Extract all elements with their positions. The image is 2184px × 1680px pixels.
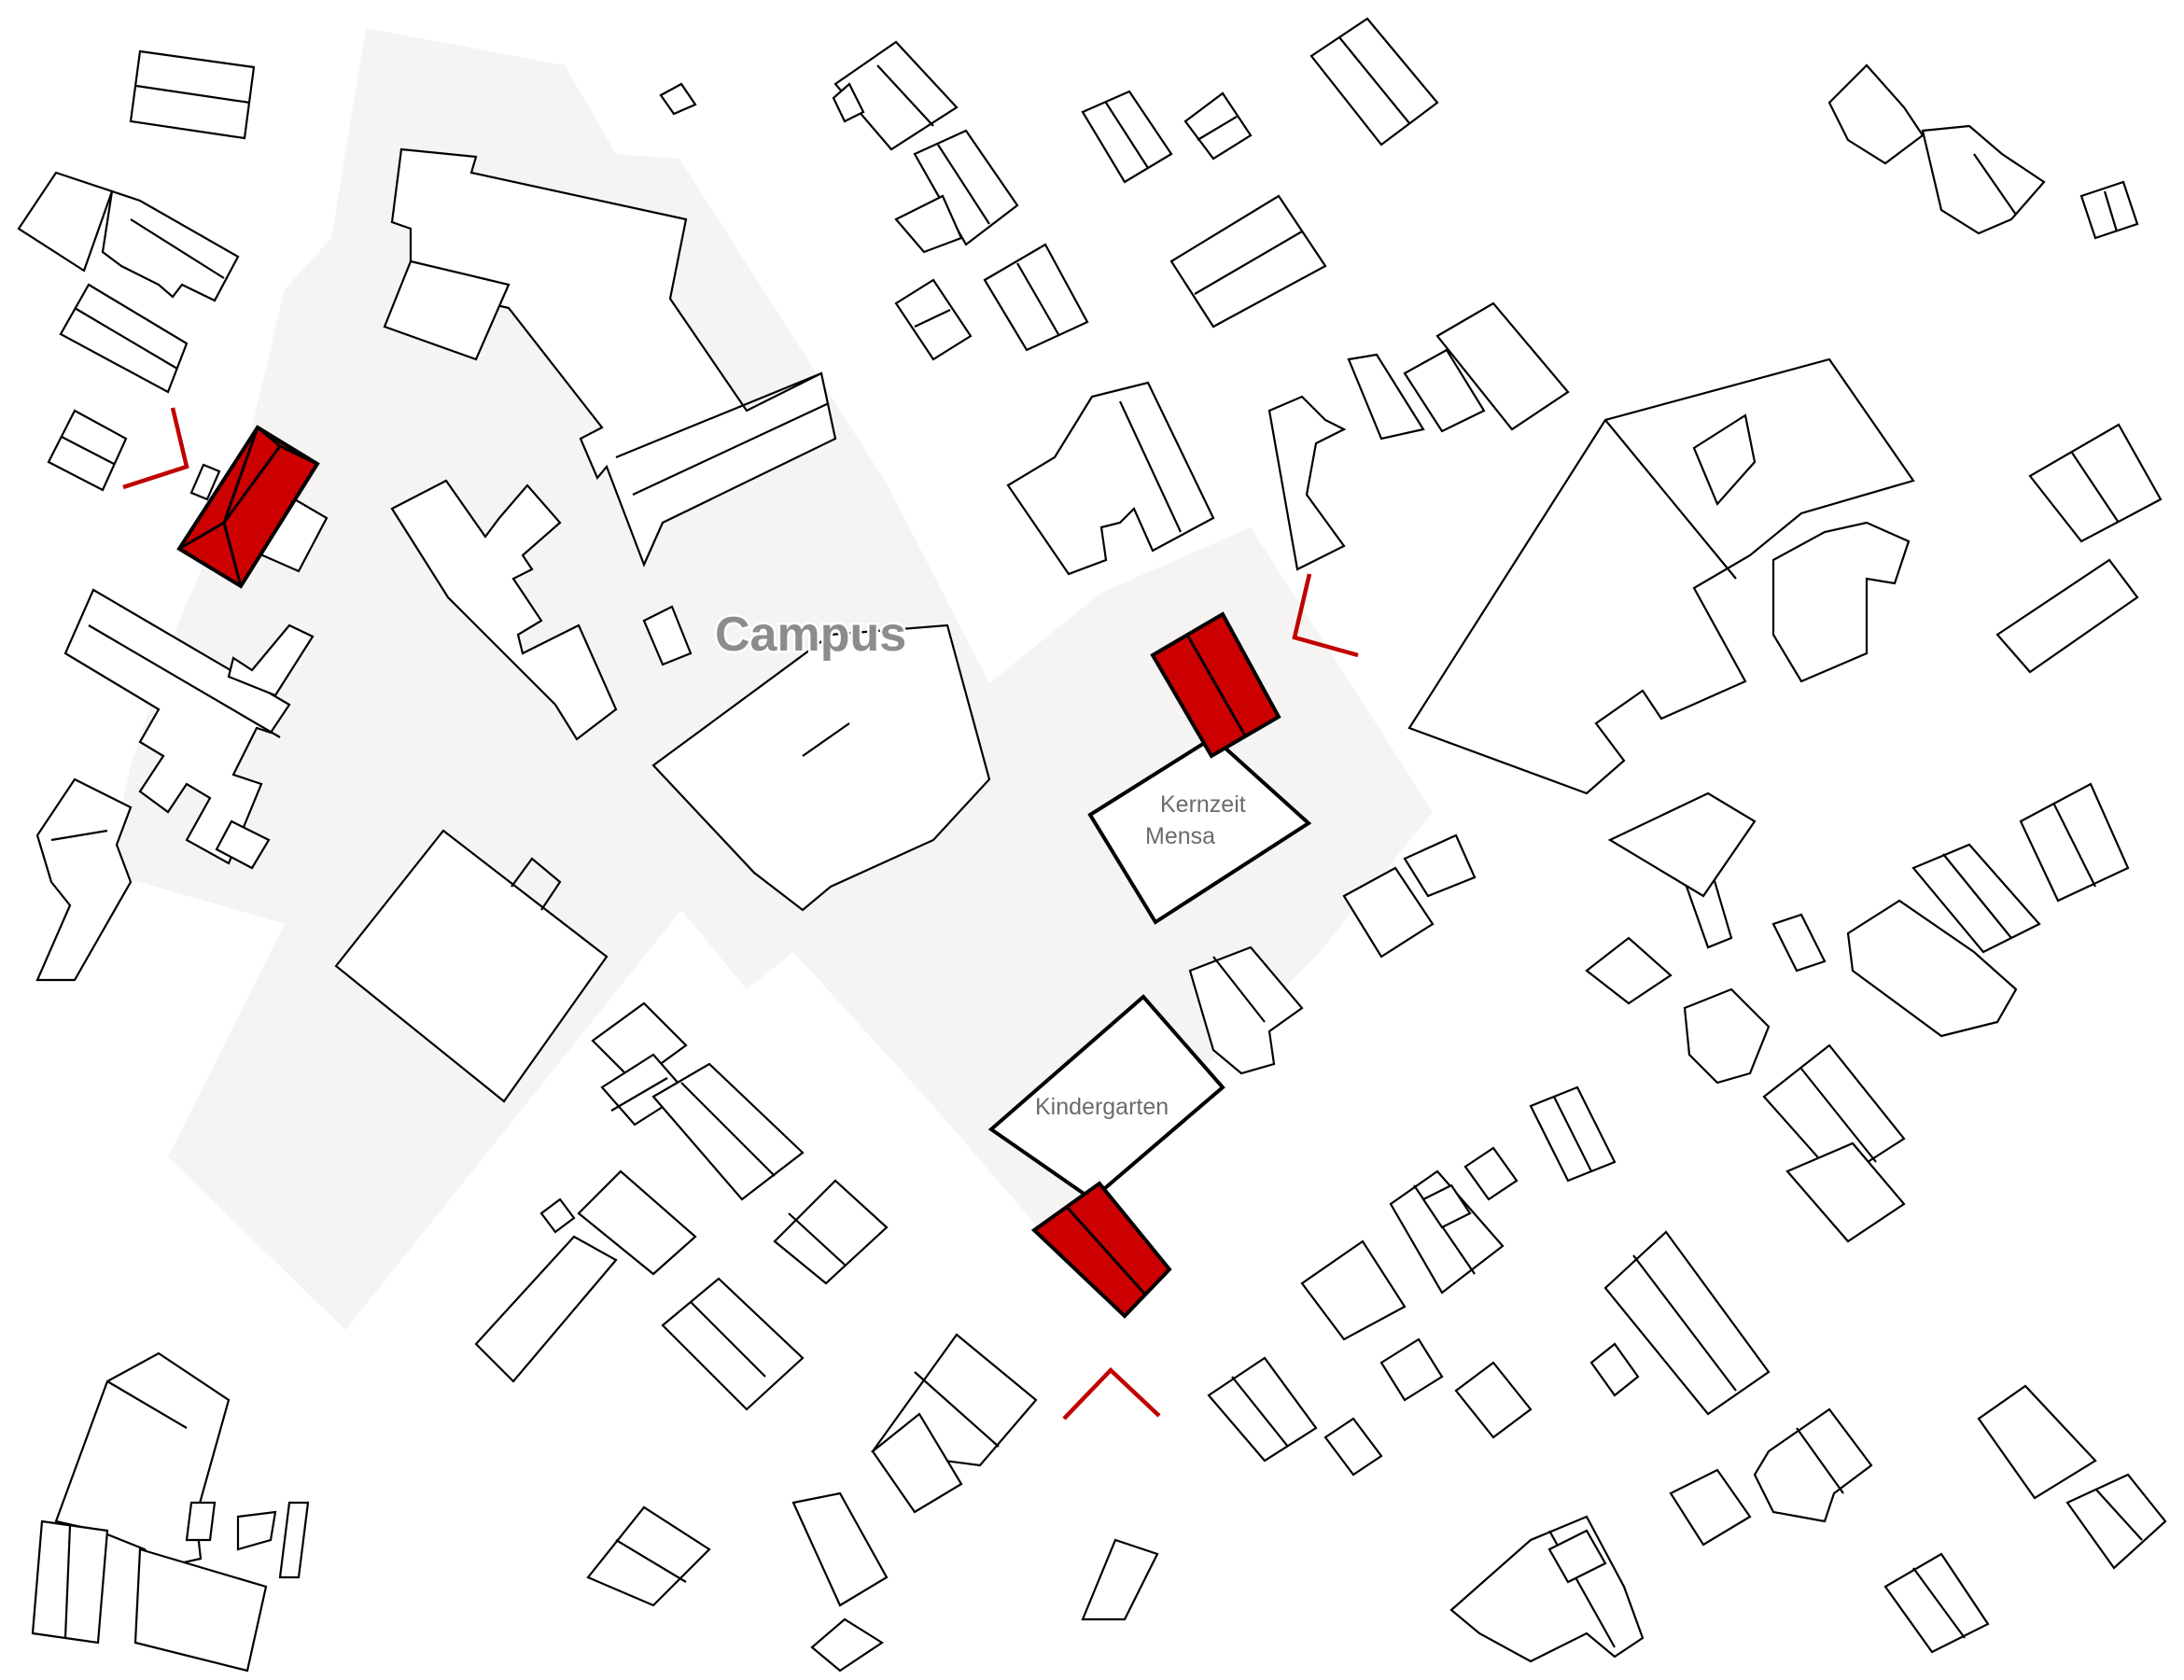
building [1669, 1468, 1752, 1547]
building [1883, 1552, 1990, 1654]
building [1785, 1141, 1906, 1243]
building [1379, 1337, 1444, 1402]
building [1421, 1183, 1472, 1229]
building [189, 463, 221, 501]
building [1407, 357, 1915, 795]
building [791, 1491, 889, 1607]
viewpoint-marker-west [122, 407, 189, 490]
building [833, 40, 959, 151]
building [59, 283, 189, 394]
building [1846, 899, 2018, 1038]
building [1081, 1538, 1159, 1621]
building [2028, 423, 2163, 543]
building [1771, 913, 1827, 973]
building [474, 1235, 618, 1383]
campus-label: Campus [715, 608, 906, 662]
building [1921, 124, 2046, 235]
building [1911, 843, 2041, 954]
building [1995, 558, 2139, 674]
building [1589, 1342, 1640, 1397]
buildings [17, 17, 2167, 1673]
building [1771, 521, 1911, 683]
building [577, 1169, 697, 1276]
kindergarten-label: Kindergarten [1035, 1094, 1169, 1120]
kernzeit-label: Kernzeit [1160, 791, 1246, 818]
building [185, 1501, 217, 1542]
building [1463, 1146, 1519, 1201]
building [1347, 353, 1425, 441]
building [1692, 413, 1757, 507]
building [1753, 1407, 1873, 1523]
building [236, 1510, 277, 1551]
building [894, 278, 973, 361]
building [651, 623, 991, 912]
building [133, 1547, 268, 1673]
building [871, 1412, 963, 1514]
building [1827, 63, 1925, 165]
building [651, 1062, 805, 1201]
building [383, 259, 511, 361]
building [215, 819, 271, 870]
building [1585, 936, 1673, 1005]
building [334, 829, 609, 1103]
building [17, 171, 114, 273]
building [659, 82, 697, 116]
building [1435, 301, 1570, 431]
viewpoint-marker-east [1292, 573, 1359, 658]
building [2019, 782, 2130, 903]
building [1403, 833, 1477, 898]
building [1454, 1361, 1533, 1439]
building [586, 1505, 711, 1607]
building [1323, 1417, 1383, 1477]
building [2065, 1473, 2167, 1570]
building [1977, 1384, 2097, 1500]
building [31, 1519, 109, 1645]
building [1342, 866, 1435, 959]
building [832, 82, 865, 123]
building [1683, 987, 1771, 1085]
building [1183, 91, 1253, 161]
building [539, 1197, 576, 1234]
building [63, 588, 291, 865]
kernzeit-mensa-building [1087, 735, 1312, 925]
building [1603, 1230, 1771, 1416]
building [1762, 1043, 1906, 1183]
building [390, 479, 618, 741]
building [1547, 1529, 1607, 1584]
building [1403, 348, 1486, 433]
building [101, 189, 240, 302]
highlighted-building-kindergarten [1030, 1181, 1172, 1319]
building [1300, 1239, 1407, 1341]
building [1449, 1515, 1645, 1663]
building [810, 1617, 885, 1673]
building [894, 194, 963, 254]
highlighted-building-west [176, 425, 320, 589]
building [278, 1501, 310, 1579]
building [1207, 1356, 1318, 1463]
building [642, 605, 693, 666]
building [1267, 395, 1347, 571]
building [1607, 791, 1757, 898]
highlighted-building-mensa [1150, 611, 1281, 759]
building [773, 1179, 889, 1285]
building [227, 623, 315, 697]
building [35, 777, 133, 982]
kindergarten-building [987, 994, 1225, 1202]
building [1169, 194, 1327, 329]
mensa-label: Mensa [1145, 823, 1215, 849]
viewpoint-marker-south [1062, 1366, 1161, 1421]
building [1188, 945, 1304, 1075]
building [591, 1001, 688, 1085]
building [1006, 381, 1215, 576]
